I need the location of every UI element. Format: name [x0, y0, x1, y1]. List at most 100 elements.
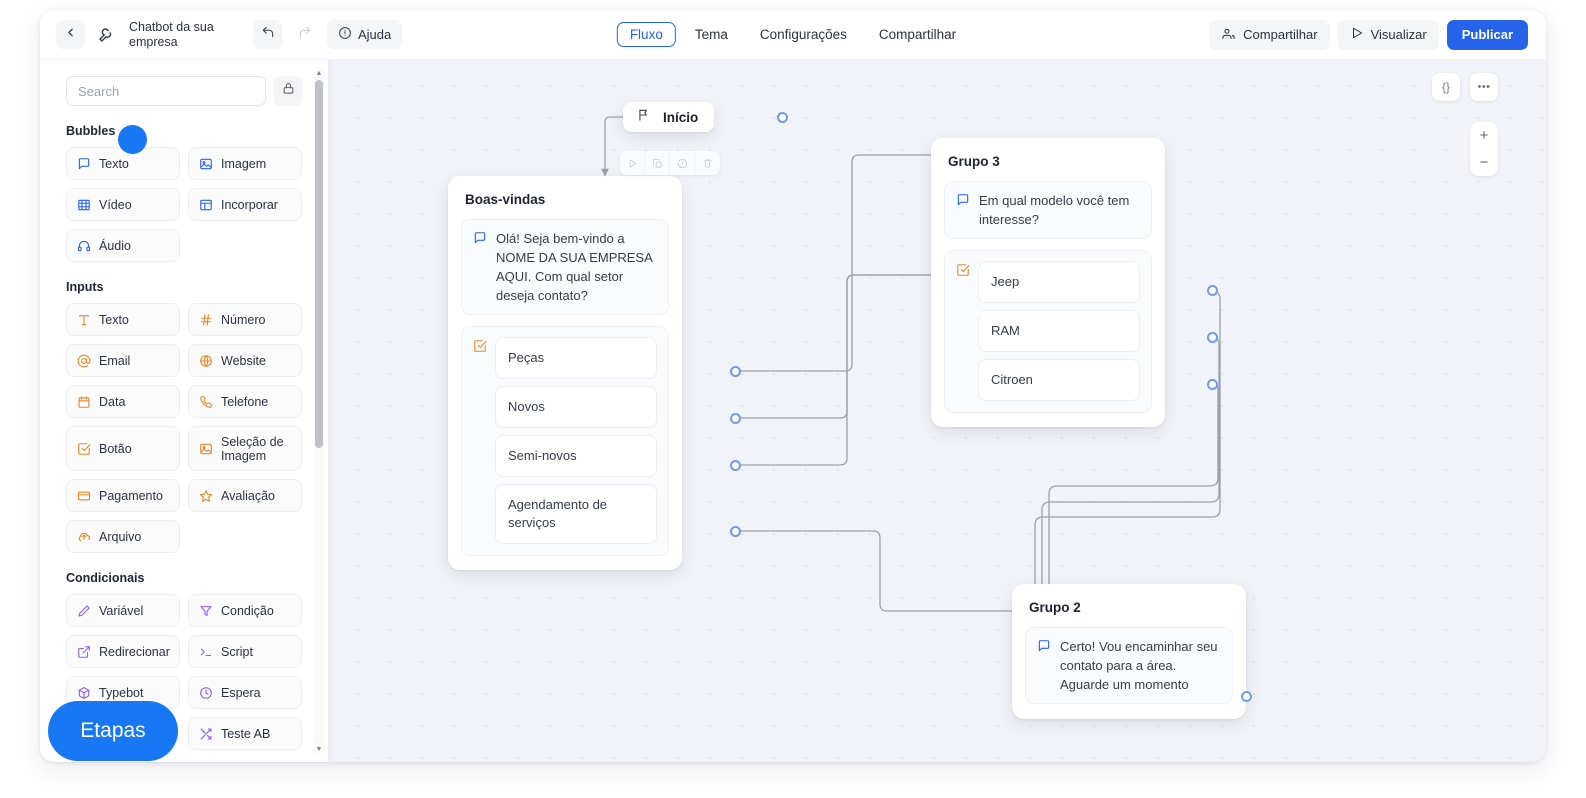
node-group-3[interactable]: Grupo 3 Em qual modelo você tem interess…: [931, 138, 1218, 427]
node-action-toolbar[interactable]: [620, 151, 720, 175]
block-botao-input[interactable]: Botão: [66, 426, 180, 471]
block-numero-input[interactable]: Número: [188, 303, 302, 336]
block-message[interactable]: Olá! Seja bem-vindo a NOME DA SUA EMPRES…: [461, 219, 669, 315]
block-label: Botão: [99, 441, 132, 456]
group-title: Grupo 2: [1029, 600, 1081, 615]
editor-window: Chatbot da sua empresa Ajuda Fluxo Tema: [40, 10, 1546, 762]
at-sign-icon: [76, 353, 91, 368]
preview-label: Visualizar: [1370, 27, 1427, 42]
port-choice-jeep[interactable]: [1207, 285, 1218, 296]
start-card[interactable]: Início: [623, 102, 715, 132]
block-website-input[interactable]: Website: [188, 344, 302, 377]
block-imagem-bubble[interactable]: Imagem: [188, 147, 302, 180]
tab-fluxo[interactable]: Fluxo: [616, 22, 676, 47]
block-message[interactable]: Em qual modelo você tem interesse?: [944, 181, 1152, 239]
zoom-out-button[interactable]: −: [1479, 154, 1489, 171]
port-choice-seminovos[interactable]: [730, 460, 741, 471]
block-avaliacao-input[interactable]: Avaliação: [188, 479, 302, 512]
block-pagamento-input[interactable]: Pagamento: [66, 479, 180, 512]
undo-button[interactable]: [253, 20, 282, 49]
redo-button[interactable]: [290, 20, 319, 49]
back-button[interactable]: [56, 20, 85, 49]
choice-item[interactable]: Semi-novos: [495, 435, 657, 477]
scroll-down-arrow[interactable]: ▼: [315, 745, 323, 753]
globe-icon: [198, 353, 213, 368]
block-condicao-cond[interactable]: Condição: [188, 594, 302, 627]
film-icon: [76, 197, 91, 212]
block-label: Número: [221, 312, 266, 327]
scroll-up-arrow[interactable]: ▲: [315, 69, 323, 77]
node-start[interactable]: Início: [623, 102, 788, 132]
group-card[interactable]: Grupo 2 Certo! Vou encaminhar seu contat…: [1012, 584, 1246, 719]
node-play-button[interactable]: [620, 151, 645, 175]
wrench-icon[interactable]: [93, 22, 119, 48]
group-card[interactable]: Grupo 3 Em qual modelo você tem interess…: [931, 138, 1165, 427]
sidebar-scroll-thumb[interactable]: [315, 80, 323, 448]
choice-item[interactable]: Peças: [495, 337, 657, 379]
sidebar-scrollbar[interactable]: ▲ ▼: [314, 68, 324, 754]
choice-item[interactable]: RAM: [978, 310, 1140, 352]
port-choice-pecas[interactable]: [730, 366, 741, 377]
more-label-wrap[interactable]: •••: [1470, 73, 1498, 101]
share-button[interactable]: Compartilhar: [1209, 19, 1330, 50]
port-choice-novos[interactable]: [730, 413, 741, 424]
port-choice-ram[interactable]: [1207, 332, 1218, 343]
group-card[interactable]: Boas-vindas Olá! Seja bem-vindo a NOME D…: [448, 176, 682, 570]
node-group-2[interactable]: Grupo 2 Certo! Vou encaminhar seu contat…: [1012, 584, 1252, 719]
choice-item[interactable]: Agendamento de serviços: [495, 484, 657, 544]
block-label: Email: [99, 353, 131, 368]
port-choice-citroen[interactable]: [1207, 379, 1218, 390]
lock-button[interactable]: [274, 76, 302, 106]
clock-icon: [198, 685, 213, 700]
search-input[interactable]: [66, 76, 266, 106]
block-message[interactable]: Certo! Vou encaminhar seu contato para a…: [1025, 627, 1233, 704]
choice-item[interactable]: Novos: [495, 386, 657, 428]
tab-compartilhar[interactable]: Compartilhar: [878, 27, 957, 42]
block-telefone-input[interactable]: Telefone: [188, 385, 302, 418]
choice-item[interactable]: Citroen: [978, 359, 1140, 401]
help-button[interactable]: Ajuda: [327, 20, 403, 49]
node-info-button[interactable]: [670, 151, 695, 175]
tab-tema[interactable]: Tema: [694, 27, 728, 42]
port-start-out[interactable]: [777, 112, 788, 123]
node-trash-button[interactable]: [695, 151, 720, 175]
block-variavel-cond[interactable]: Variável: [66, 594, 180, 627]
node-copy-button[interactable]: [645, 151, 670, 175]
block-data-input[interactable]: Data: [66, 385, 180, 418]
node-group-boas-vindas[interactable]: Boas-vindas Olá! Seja bem-vindo a NOME D…: [448, 176, 741, 570]
port-group2-out[interactable]: [1241, 691, 1252, 702]
publish-button[interactable]: Publicar: [1446, 19, 1528, 50]
phone-icon: [198, 394, 213, 409]
top-bar-left: Chatbot da sua empresa Ajuda: [40, 20, 403, 50]
zoom-controls[interactable]: + −: [1470, 122, 1498, 176]
block-teste-ab-cond[interactable]: Teste AB: [188, 717, 302, 750]
section-title-condicionais: Condicionais: [66, 571, 145, 585]
block-script-cond[interactable]: Script: [188, 635, 302, 668]
block-choices[interactable]: Jeep RAM Citroen: [944, 250, 1152, 413]
block-choices[interactable]: Peças Novos Semi-novos Agendamento de se…: [461, 326, 669, 556]
block-incorporar-bubble[interactable]: Incorporar: [188, 188, 302, 221]
block-email-input[interactable]: Email: [66, 344, 180, 377]
group-title: Grupo 3: [948, 154, 1000, 169]
port-choice-agendamento[interactable]: [730, 526, 741, 537]
block-selecao-imagem-input[interactable]: Seleção de Imagem: [188, 426, 302, 471]
block-texto-input[interactable]: Texto: [66, 303, 180, 336]
block-video-bubble[interactable]: Vídeo: [66, 188, 180, 221]
block-espera-cond[interactable]: Espera: [188, 676, 302, 709]
block-texto-bubble[interactable]: Texto: [66, 147, 180, 180]
block-audio-bubble[interactable]: Áudio: [66, 229, 180, 262]
choice-item[interactable]: Jeep: [978, 261, 1140, 303]
tab-configuracoes[interactable]: Configurações: [759, 27, 847, 42]
zoom-in-button[interactable]: +: [1479, 127, 1489, 144]
variables-label-wrap[interactable]: {}: [1432, 73, 1460, 101]
block-arquivo-input[interactable]: Arquivo: [66, 520, 180, 553]
canvas-more-button[interactable]: •••: [1470, 73, 1498, 101]
block-label: Texto: [99, 312, 129, 327]
variables-button[interactable]: {}: [1432, 73, 1460, 101]
play-icon: [1350, 26, 1364, 43]
block-redirecionar-cond[interactable]: Redirecionar: [66, 635, 180, 668]
undo-icon: [261, 25, 275, 44]
block-label: Teste AB: [221, 726, 271, 741]
section-title-inputs: Inputs: [66, 280, 104, 294]
preview-button[interactable]: Visualizar: [1337, 19, 1439, 50]
